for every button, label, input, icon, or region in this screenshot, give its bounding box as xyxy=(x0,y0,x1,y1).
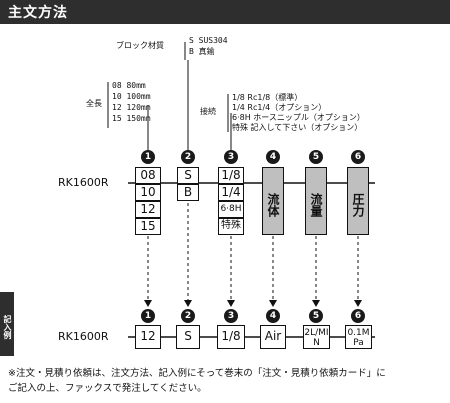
number-circle-5: 5 xyxy=(309,150,323,164)
flow-box: 流量 xyxy=(305,167,327,235)
example-box-fluid: Air xyxy=(260,325,286,349)
connection-box-1-8: 1/8 xyxy=(218,167,244,184)
header-bar: 主文方法 xyxy=(0,0,450,24)
connection-option-1-8: 1/8 Rc1/8（標準） xyxy=(232,93,303,102)
connection-box-1-4: 1/4 xyxy=(218,184,244,201)
length-option-10: 10 100mm xyxy=(112,92,151,101)
pressure-box: 圧力 xyxy=(347,167,369,235)
example-box-flow: 2L/MIN xyxy=(303,325,330,349)
material-box-s: S xyxy=(177,167,199,184)
example-box-length: 12 xyxy=(135,325,161,349)
fluid-box: 流体 xyxy=(262,167,284,235)
arrow-heads xyxy=(144,300,362,307)
example-box-connection: 1/8 xyxy=(217,325,245,349)
number-circle-4: 4 xyxy=(266,150,280,164)
arrowhead-3 xyxy=(227,300,235,307)
length-option-15: 15 150mm xyxy=(112,114,151,123)
arrowhead-6 xyxy=(354,300,362,307)
material-box-b: B xyxy=(177,184,199,201)
length-box-12: 12 xyxy=(135,201,161,218)
connection-option-special: 特殊 記入して下さい（オプション） xyxy=(232,123,363,132)
block-material-label: ブロック材質 xyxy=(116,41,164,50)
number-circle-2: 2 xyxy=(181,150,195,164)
example-number-circle-6: 6 xyxy=(351,309,365,323)
length-option-08: 08 80mm xyxy=(112,81,146,90)
note-line-1: ※注文・見積り依頼は、注文方法、記入例にそって巻末の「注文・見積り依頼カード」に xyxy=(8,368,386,379)
note-line-2: ご記入の上、ファックスで発注してください。 xyxy=(8,383,207,394)
example-number-circle-1: 1 xyxy=(141,309,155,323)
example-number-circle-5: 5 xyxy=(309,309,323,323)
connection-label: 接続 xyxy=(200,107,216,116)
example-model-name: RK1600R xyxy=(58,330,109,343)
page-title: 主文方法 xyxy=(8,5,68,21)
number-circle-3: 3 xyxy=(224,150,238,164)
number-circle-6: 6 xyxy=(351,150,365,164)
example-box-pressure: 0.1MPa xyxy=(345,325,372,349)
block-material-option-s: S SUS304 xyxy=(189,36,228,45)
connection-box-special: 特殊 xyxy=(218,218,244,235)
connection-box-hose: 6·8H xyxy=(218,201,244,218)
arrowhead-5 xyxy=(312,300,320,307)
length-box-08: 08 xyxy=(135,167,161,184)
length-box-15: 15 xyxy=(135,218,161,235)
dashed-arrows xyxy=(147,203,359,302)
length-option-12: 12 120mm xyxy=(112,103,151,112)
model-name: RK1600R xyxy=(58,176,109,189)
length-box-10: 10 xyxy=(135,184,161,201)
arrowhead-1 xyxy=(144,300,152,307)
number-circle-1: 1 xyxy=(141,150,155,164)
connection-option-hose: 6·8H ホースニップル（オプション） xyxy=(232,113,365,122)
block-material-option-b: B 真鍮 xyxy=(189,47,215,56)
connection-option-1-4: 1/4 Rc1/4（オプション） xyxy=(232,103,327,112)
example-number-circle-3: 3 xyxy=(224,309,238,323)
arrowhead-4 xyxy=(269,300,277,307)
example-number-circle-2: 2 xyxy=(181,309,195,323)
length-label: 全長 xyxy=(86,99,102,108)
example-number-circle-4: 4 xyxy=(266,309,280,323)
arrowhead-2 xyxy=(184,300,192,307)
example-box-material: S xyxy=(176,325,200,349)
example-side-tab: 記入例 xyxy=(0,292,14,356)
